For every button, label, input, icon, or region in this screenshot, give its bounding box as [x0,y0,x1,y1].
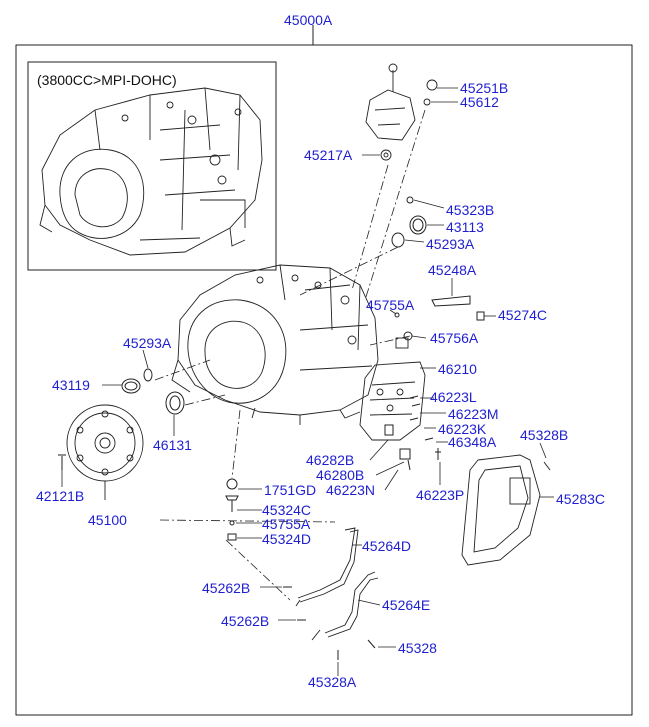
part-label-45755a-top[interactable]: 45755A [366,297,415,313]
part-label-45293a-top[interactable]: 45293A [426,236,475,252]
part-label-45328a[interactable]: 45328A [308,674,357,690]
part-label-46210[interactable]: 46210 [438,361,477,377]
assembly-label-45000a[interactable]: 45000A [284,12,333,28]
part-label-45264e[interactable]: 45264E [382,597,431,613]
part-45248a-bracket [431,295,471,307]
part-label-46280b[interactable]: 46280B [316,467,365,483]
part-label-45324c[interactable]: 45324C [262,502,312,518]
part-label-45274c[interactable]: 45274C [498,307,548,323]
part-label-45328b[interactable]: 45328B [520,427,569,443]
part-label-45328[interactable]: 45328 [398,640,437,656]
part-45293a-seal-left [143,368,153,382]
part-42121b-bolt [58,454,66,470]
valve-body [359,337,426,441]
part-label-46223p[interactable]: 46223P [416,487,465,503]
torque-converter [66,404,144,500]
alignment-lines [154,109,426,601]
part-label-45323b[interactable]: 45323B [446,202,495,218]
part-label-45262b-lower[interactable]: 45262B [221,613,270,629]
part-label-46223k[interactable]: 46223K [438,421,487,437]
part-43113-seal [409,215,427,235]
part-45323b-shape [406,196,414,204]
part-label-45324d[interactable]: 45324D [262,531,312,547]
leader-lines [61,87,554,676]
part-label-45264d[interactable]: 45264D [362,538,412,554]
part-label-46131[interactable]: 46131 [153,437,192,453]
part-43119-oring [121,378,141,394]
outer-frame [15,44,633,716]
part-label-45293a-left[interactable]: 45293A [123,335,172,351]
tcm-bracket [365,63,438,161]
part-label-46223n[interactable]: 46223N [326,482,376,498]
cooler-pipes [295,527,379,641]
variant-note: (3800CC>MPI-DOHC) [37,72,177,88]
inset-frame [27,61,277,271]
part-label-42121b[interactable]: 42121B [36,488,85,504]
part-45293a-seal-top [391,232,405,248]
part-label-45217a[interactable]: 45217A [304,147,353,163]
part-label-1751gd[interactable]: 1751GD [264,482,317,498]
part-label-45251b[interactable]: 45251B [460,80,509,96]
part-label-43113[interactable]: 43113 [446,219,484,235]
part-label-45283c[interactable]: 45283C [556,491,606,507]
oil-pan [461,454,551,566]
part-label-46223l[interactable]: 46223L [430,389,477,405]
part-label-45100[interactable]: 45100 [88,512,127,528]
part-label-45262b-upper[interactable]: 45262B [202,580,251,596]
part-label-45248a[interactable]: 45248A [428,262,477,278]
part-label-45756a[interactable]: 45756A [430,330,479,346]
part-label-46348a[interactable]: 46348A [448,434,497,450]
part-label-46282b[interactable]: 46282B [306,452,355,468]
part-45274c-clip [476,311,485,321]
part-46131-seal [165,391,185,415]
part-label-45755a-low[interactable]: 45755A [262,516,311,532]
inset-transaxle-case [39,87,263,256]
part-label-46223m[interactable]: 46223M [448,406,499,422]
part-label-43119[interactable]: 43119 [52,377,90,393]
part-45328 [367,639,376,649]
part-label-45612[interactable]: 45612 [460,94,499,110]
main-transaxle-case [171,264,379,425]
